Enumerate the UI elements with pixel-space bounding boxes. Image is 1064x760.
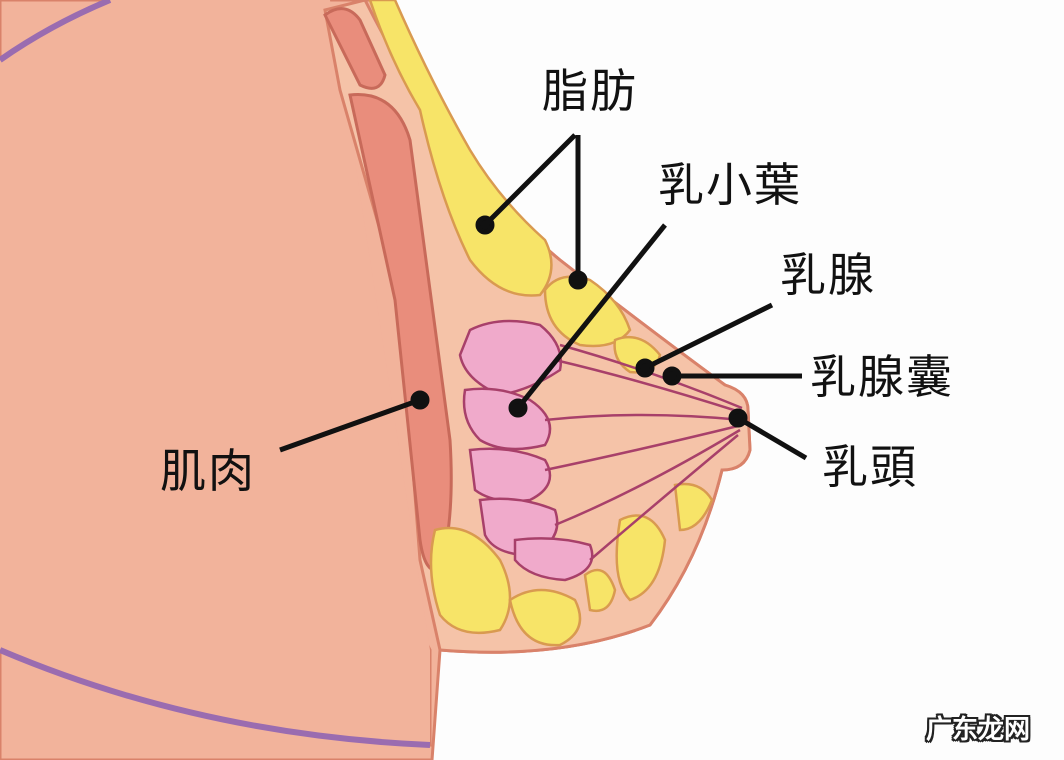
label-lobule: 乳小葉: [658, 158, 802, 212]
label-fat: 脂肪: [542, 64, 638, 118]
milk-ducts: [544, 343, 743, 561]
mammary-lobules: [458, 319, 594, 582]
label-muscle: 肌肉: [160, 444, 256, 498]
nipple-leader: [736, 415, 808, 461]
body-fill-left: [0, 0, 430, 745]
label-gland-sac: 乳腺囊: [810, 350, 954, 404]
upper-muscle: [323, 7, 387, 90]
label-mammary-gland: 乳腺: [780, 248, 876, 302]
top-body-line: [0, 0, 112, 63]
watermark: 广东龙网: [925, 715, 1030, 745]
lobule-leader: [516, 223, 667, 410]
gland-leader: [643, 302, 774, 371]
fat-deposits: [368, 0, 714, 647]
bottom-body-line: [0, 647, 431, 748]
muscle-leader: [279, 397, 421, 453]
pectoral-muscle: [348, 93, 453, 573]
leader-lines: [279, 133, 808, 461]
fat-leader-1: [483, 133, 577, 227]
label-nipple: 乳頭: [822, 440, 918, 494]
